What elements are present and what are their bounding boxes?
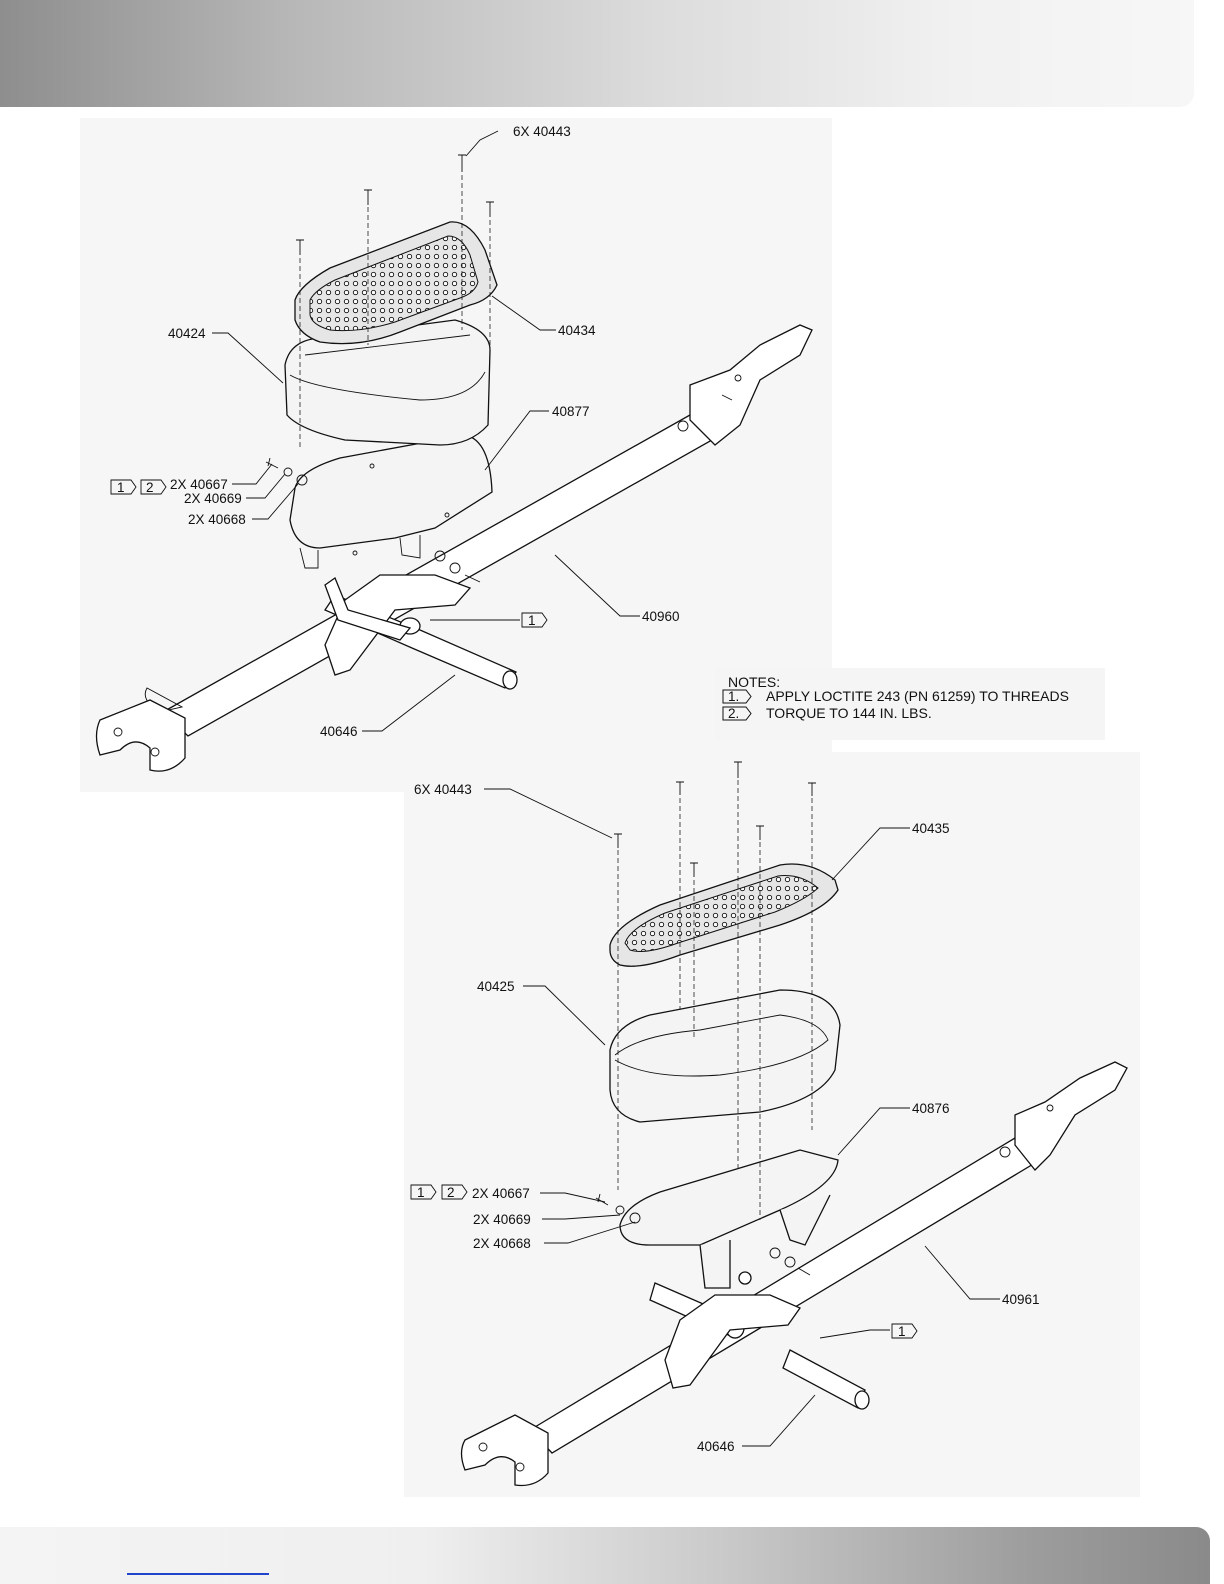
flag-1-b: 1 <box>528 613 536 628</box>
footer-link-underline[interactable] <box>127 1573 269 1575</box>
callout-2x-40669: 2X 40669 <box>184 491 242 506</box>
callout-40961: 40961 <box>1002 1292 1040 1307</box>
flag-1: 1 <box>417 1185 425 1200</box>
flag-1-b: 1 <box>898 1324 906 1339</box>
note-flag-2: 2. <box>722 706 752 721</box>
notes-box: NOTES: 1. APPLY LOCTITE 243 (PN 61259) T… <box>715 668 1105 740</box>
crank-arm-part <box>462 1062 1128 1486</box>
callout-40960: 40960 <box>642 609 680 624</box>
callout-2x-40668: 2X 40668 <box>188 512 246 527</box>
callout-2x-40667: 2X 40667 <box>170 477 228 492</box>
note-item-2: 2. TORQUE TO 144 IN. LBS. <box>722 705 932 721</box>
callout-40877: 40877 <box>552 404 590 419</box>
note-text-1: APPLY LOCTITE 243 (PN 61259) TO THREADS <box>766 688 1069 704</box>
callout-2x-40669: 2X 40669 <box>473 1212 531 1227</box>
note-text-2: TORQUE TO 144 IN. LBS. <box>766 705 932 721</box>
pedal-assembly-diagram-bottom: 1 2 1 6X 40443 40435 40425 40876 2X 4066… <box>0 740 1224 1540</box>
note-item-1: 1. APPLY LOCTITE 243 (PN 61259) TO THREA… <box>722 688 1069 704</box>
callout-6x-40443: 6X 40443 <box>513 124 571 139</box>
callout-6x-40443: 6X 40443 <box>414 782 472 797</box>
callout-40434: 40434 <box>558 323 596 338</box>
callout-40425: 40425 <box>477 979 515 994</box>
svg-text:1.: 1. <box>728 689 739 704</box>
flag-2: 2 <box>146 480 154 495</box>
callout-40435: 40435 <box>912 821 950 836</box>
callout-40424: 40424 <box>168 326 206 341</box>
pedal-shroud-part <box>610 990 840 1122</box>
note-flag-1: 1. <box>722 689 752 704</box>
pedal-tread-part <box>610 864 838 966</box>
callout-40876: 40876 <box>912 1101 950 1116</box>
callout-40646: 40646 <box>320 724 358 739</box>
callout-2x-40667: 2X 40667 <box>472 1186 530 1201</box>
svg-text:2.: 2. <box>728 706 739 721</box>
flag-2: 2 <box>447 1185 455 1200</box>
page-footer-bar <box>0 1527 1210 1584</box>
flag-1: 1 <box>117 480 125 495</box>
callout-40646: 40646 <box>697 1439 735 1454</box>
callout-2x-40668: 2X 40668 <box>473 1236 531 1251</box>
